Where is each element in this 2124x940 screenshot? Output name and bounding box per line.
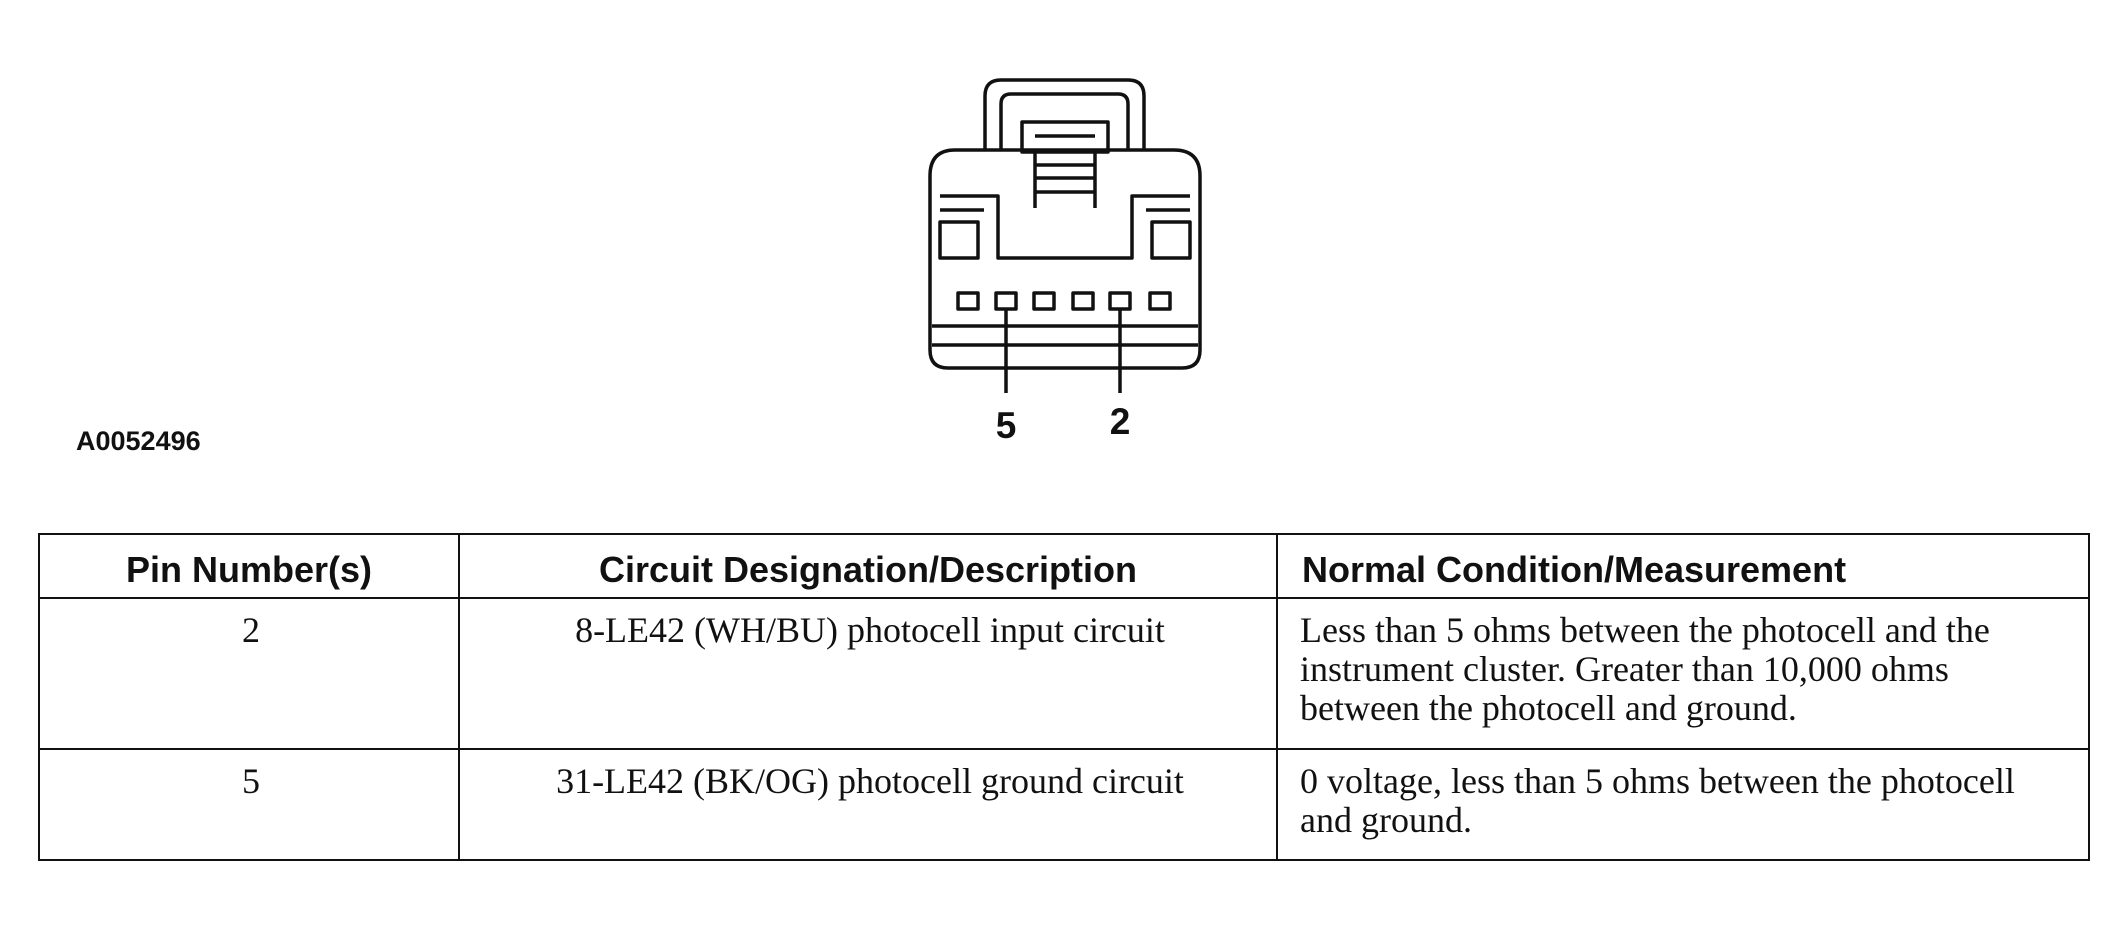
table-row: 2 8-LE42 (WH/BU) photocell input circuit… (38, 597, 2090, 750)
connector-terminal-1 (1148, 291, 1172, 311)
connector-terminal-3 (1071, 291, 1095, 311)
pinout-table: Pin Number(s) Circuit Designation/Descri… (38, 533, 2090, 861)
connector-terminal-2 (1108, 291, 1132, 311)
pin-label-5: 5 (996, 405, 1017, 446)
table-header-row: Pin Number(s) Circuit Designation/Descri… (38, 533, 2090, 599)
connector-diagram: 5 2 (928, 78, 1202, 446)
connector-terminal-4 (1032, 291, 1056, 311)
table-row: 5 31-LE42 (BK/OG) photocell ground circu… (38, 748, 2090, 861)
connector-window-left (938, 220, 980, 260)
pin-label-2: 2 (1110, 401, 1131, 442)
cell-normal-condition: Less than 5 ohms between the photocell a… (1276, 597, 2090, 750)
header-pin-number: Pin Number(s) (38, 533, 460, 599)
cell-circuit-description: 8-LE42 (WH/BU) photocell input circuit (458, 597, 1278, 750)
connector-lock-tab (983, 78, 1146, 150)
connector-terminal-6 (956, 291, 980, 311)
connector-latch (1020, 120, 1110, 154)
connector-housing (928, 148, 1202, 370)
cell-pin-number: 5 (38, 748, 460, 861)
connector-window-right (1150, 220, 1192, 260)
cell-circuit-description: 31-LE42 (BK/OG) photocell ground circuit (458, 748, 1278, 861)
connector-terminal-5 (994, 291, 1018, 311)
header-normal-condition: Normal Condition/Measurement (1276, 533, 2090, 599)
header-circuit-description: Circuit Designation/Description (458, 533, 1278, 599)
cell-pin-number: 2 (38, 597, 460, 750)
connector-lock-tab-inner (999, 92, 1130, 150)
cell-normal-condition: 0 voltage, less than 5 ohms between the … (1276, 748, 2090, 861)
connector-cavity (940, 194, 1190, 260)
figure-id: A0052496 (76, 426, 201, 456)
